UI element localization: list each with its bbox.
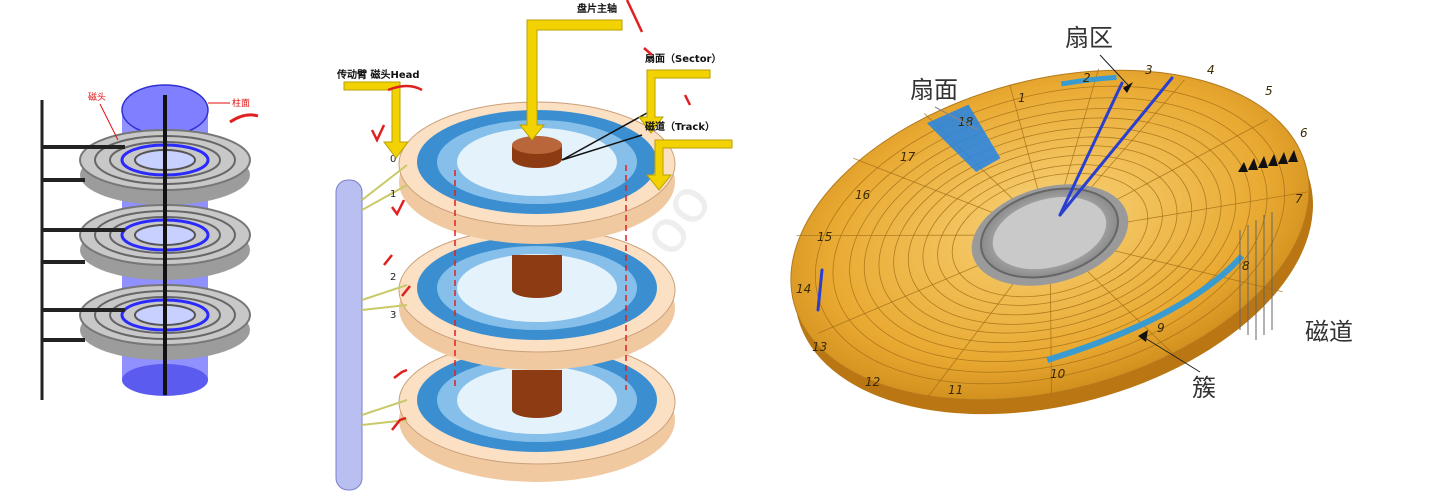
- cylinder-diagram: 磁头 柱面: [40, 84, 259, 400]
- track-label: 磁道（Track）: [645, 120, 715, 133]
- sector-face-pointer: [934, 106, 979, 131]
- sector-arrow: [1123, 82, 1133, 93]
- track-pointer-lines: [1239, 212, 1273, 340]
- platter-3: [398, 339, 676, 482]
- cluster-label: 簇: [1192, 374, 1216, 402]
- sector-number-14: 14: [796, 282, 811, 296]
- yellow-arrows: [343, 19, 733, 191]
- spindle-label: 盘片主轴: [577, 2, 617, 15]
- sector-face-label: 扇面: [910, 76, 958, 104]
- head-number-2: 2: [390, 272, 396, 283]
- head-pointer: [99, 103, 119, 141]
- sector-zone-pointer: [1099, 54, 1129, 86]
- sector-number-4: 4: [1207, 63, 1215, 77]
- sector-number-15: 15: [817, 230, 832, 244]
- sector-number-3: 3: [1145, 63, 1153, 77]
- sector-number-6: 6: [1300, 126, 1308, 140]
- platter-stack-panel: oo: [322, 0, 738, 500]
- sector-number-9: 9: [1157, 321, 1165, 335]
- disk-sector-panel: 1 2 3 4 5 6 7 8 9 10 11 12 13 14 15 16 1…: [760, 0, 1437, 500]
- sector-numbers: 1 2 3 4 5 6 7 8 9 10 11 12 13 14 15 16 1…: [796, 63, 1308, 397]
- sector-number-7: 7: [1295, 192, 1303, 206]
- red-scribble: [229, 113, 259, 124]
- platter-2: [398, 227, 676, 370]
- sector-label: 扇面（Sector）: [645, 52, 722, 65]
- sector-number-2: 2: [1083, 71, 1091, 85]
- track-markers: [1238, 150, 1298, 172]
- sector-number-8: 8: [1242, 259, 1250, 273]
- sector-number-10: 10: [1050, 367, 1066, 381]
- blue-annotations: [816, 76, 1174, 312]
- head-label: 磁头: [88, 91, 106, 103]
- sector-number-11: 11: [948, 383, 963, 397]
- sector-number-16: 16: [855, 188, 871, 202]
- disk-sector-diagram: 1 2 3 4 5 6 7 8 9 10 11 12 13 14 15 16 1…: [790, 24, 1353, 415]
- gold-disk: [790, 68, 1313, 415]
- head-arms: [361, 164, 408, 426]
- red-check-marks: [370, 0, 692, 431]
- cluster-arrow: [1138, 330, 1148, 342]
- arm-head-label: 传动臂 磁头Head: [336, 68, 420, 81]
- cylinder-diagram-panel: 磁头 柱面: [0, 0, 300, 500]
- platter-stack-diagram: oo: [335, 0, 733, 491]
- actuator-pole: [335, 179, 363, 491]
- cluster-pointer: [1144, 337, 1201, 373]
- sector-number-17: 17: [900, 150, 916, 164]
- sector-zone-label: 扇区: [1065, 24, 1113, 52]
- head-number-3: 3: [390, 310, 396, 321]
- cylinder-label: 柱面: [232, 97, 250, 109]
- sector-number-5: 5: [1265, 84, 1273, 98]
- sector-number-12: 12: [865, 375, 880, 389]
- head-number-1: 1: [390, 189, 396, 200]
- sector-number-13: 13: [812, 340, 827, 354]
- actuator-arms: [42, 145, 125, 342]
- head-number-0: 0: [390, 154, 396, 165]
- track-label: 磁道: [1305, 318, 1353, 346]
- sector-number-1: 1: [1018, 91, 1026, 105]
- platter-1: [398, 101, 676, 244]
